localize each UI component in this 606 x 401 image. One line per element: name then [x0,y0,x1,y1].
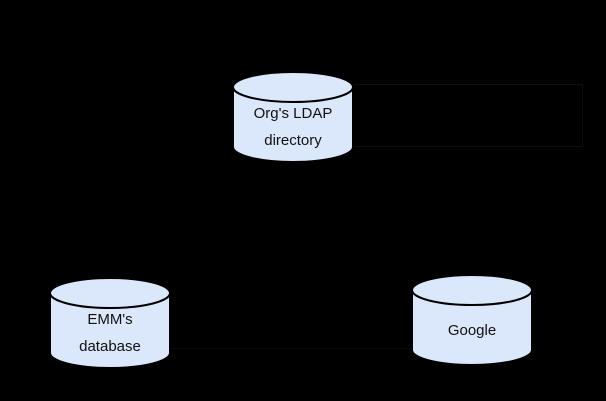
faint-label-box [353,84,583,147]
ldap-directory-label-line2: directory [264,132,322,149]
emm-database-label: EMM's database [49,293,171,369]
database-cylinder-icon [49,277,171,369]
ldap-directory-label-line1: Org's LDAP [253,105,333,122]
cylinder-top [232,71,354,103]
cylinder-body [232,86,354,163]
cylinder-top [411,274,533,306]
faint-connector-line [170,348,413,349]
ldap-directory-label: Org's LDAP directory [232,87,354,163]
emm-database-label-line2: database [79,338,141,355]
google-label-line1: Google [447,321,497,339]
database-cylinder-icon [411,274,533,366]
cylinder-body [411,289,533,366]
emm-database-label-line1: EMM's [87,311,133,328]
cylinder-body [49,292,171,369]
google-node: Google [411,274,533,366]
ldap-directory-node: Org's LDAP directory [232,71,354,163]
emm-database-node: EMM's database [49,277,171,369]
cylinder-top [49,277,171,309]
database-cylinder-icon [232,71,354,163]
google-label: Google [411,290,533,366]
